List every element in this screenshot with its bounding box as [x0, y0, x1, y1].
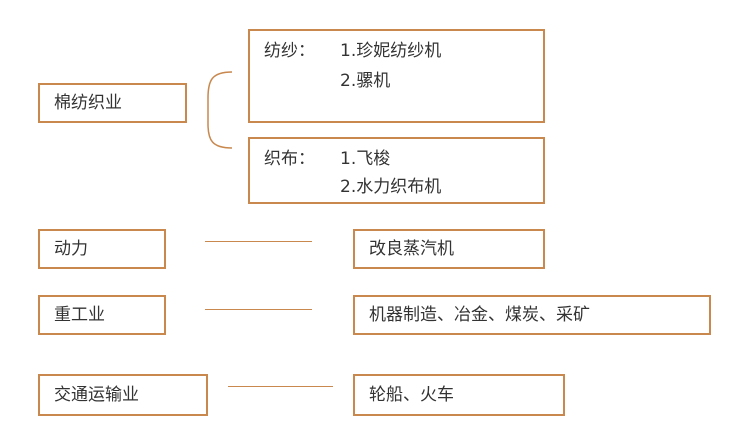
category-box-heavy-industry: 重工业 — [38, 295, 166, 335]
result-label-power: 改良蒸汽机 — [369, 239, 454, 259]
category-box-transportation: 交通运输业 — [38, 374, 208, 416]
spinning-item-1: 1.珍妮纺纱机 — [340, 41, 442, 61]
category-box-power: 动力 — [38, 229, 166, 269]
weaving-item-1: 1.飞梭 — [340, 149, 391, 169]
connector-line-transportation — [228, 386, 333, 387]
result-label-transportation: 轮船、火车 — [369, 385, 454, 405]
category-label-textile: 棉纺织业 — [54, 93, 122, 113]
category-label-heavy-industry: 重工业 — [54, 305, 105, 325]
spinning-item-2: 2.骡机 — [340, 71, 391, 91]
result-label-heavy-industry: 机器制造、冶金、煤炭、采矿 — [369, 305, 590, 325]
weaving-label: 织布： — [264, 149, 315, 169]
weaving-box: 织布： 1.飞梭 2.水力织布机 — [248, 137, 545, 204]
spinning-label: 纺纱： — [264, 41, 315, 61]
result-box-heavy-industry: 机器制造、冶金、煤炭、采矿 — [353, 295, 711, 335]
spinning-box: 纺纱： 1.珍妮纺纱机 2.骡机 — [248, 29, 545, 123]
weaving-item-2: 2.水力织布机 — [340, 177, 442, 197]
category-label-power: 动力 — [54, 239, 88, 259]
connector-line-power — [205, 241, 312, 242]
category-label-transportation: 交通运输业 — [54, 385, 139, 405]
category-box-textile: 棉纺织业 — [38, 83, 187, 123]
result-box-power: 改良蒸汽机 — [353, 229, 545, 269]
connector-line-heavy-industry — [205, 309, 312, 310]
result-box-transportation: 轮船、火车 — [353, 374, 565, 416]
